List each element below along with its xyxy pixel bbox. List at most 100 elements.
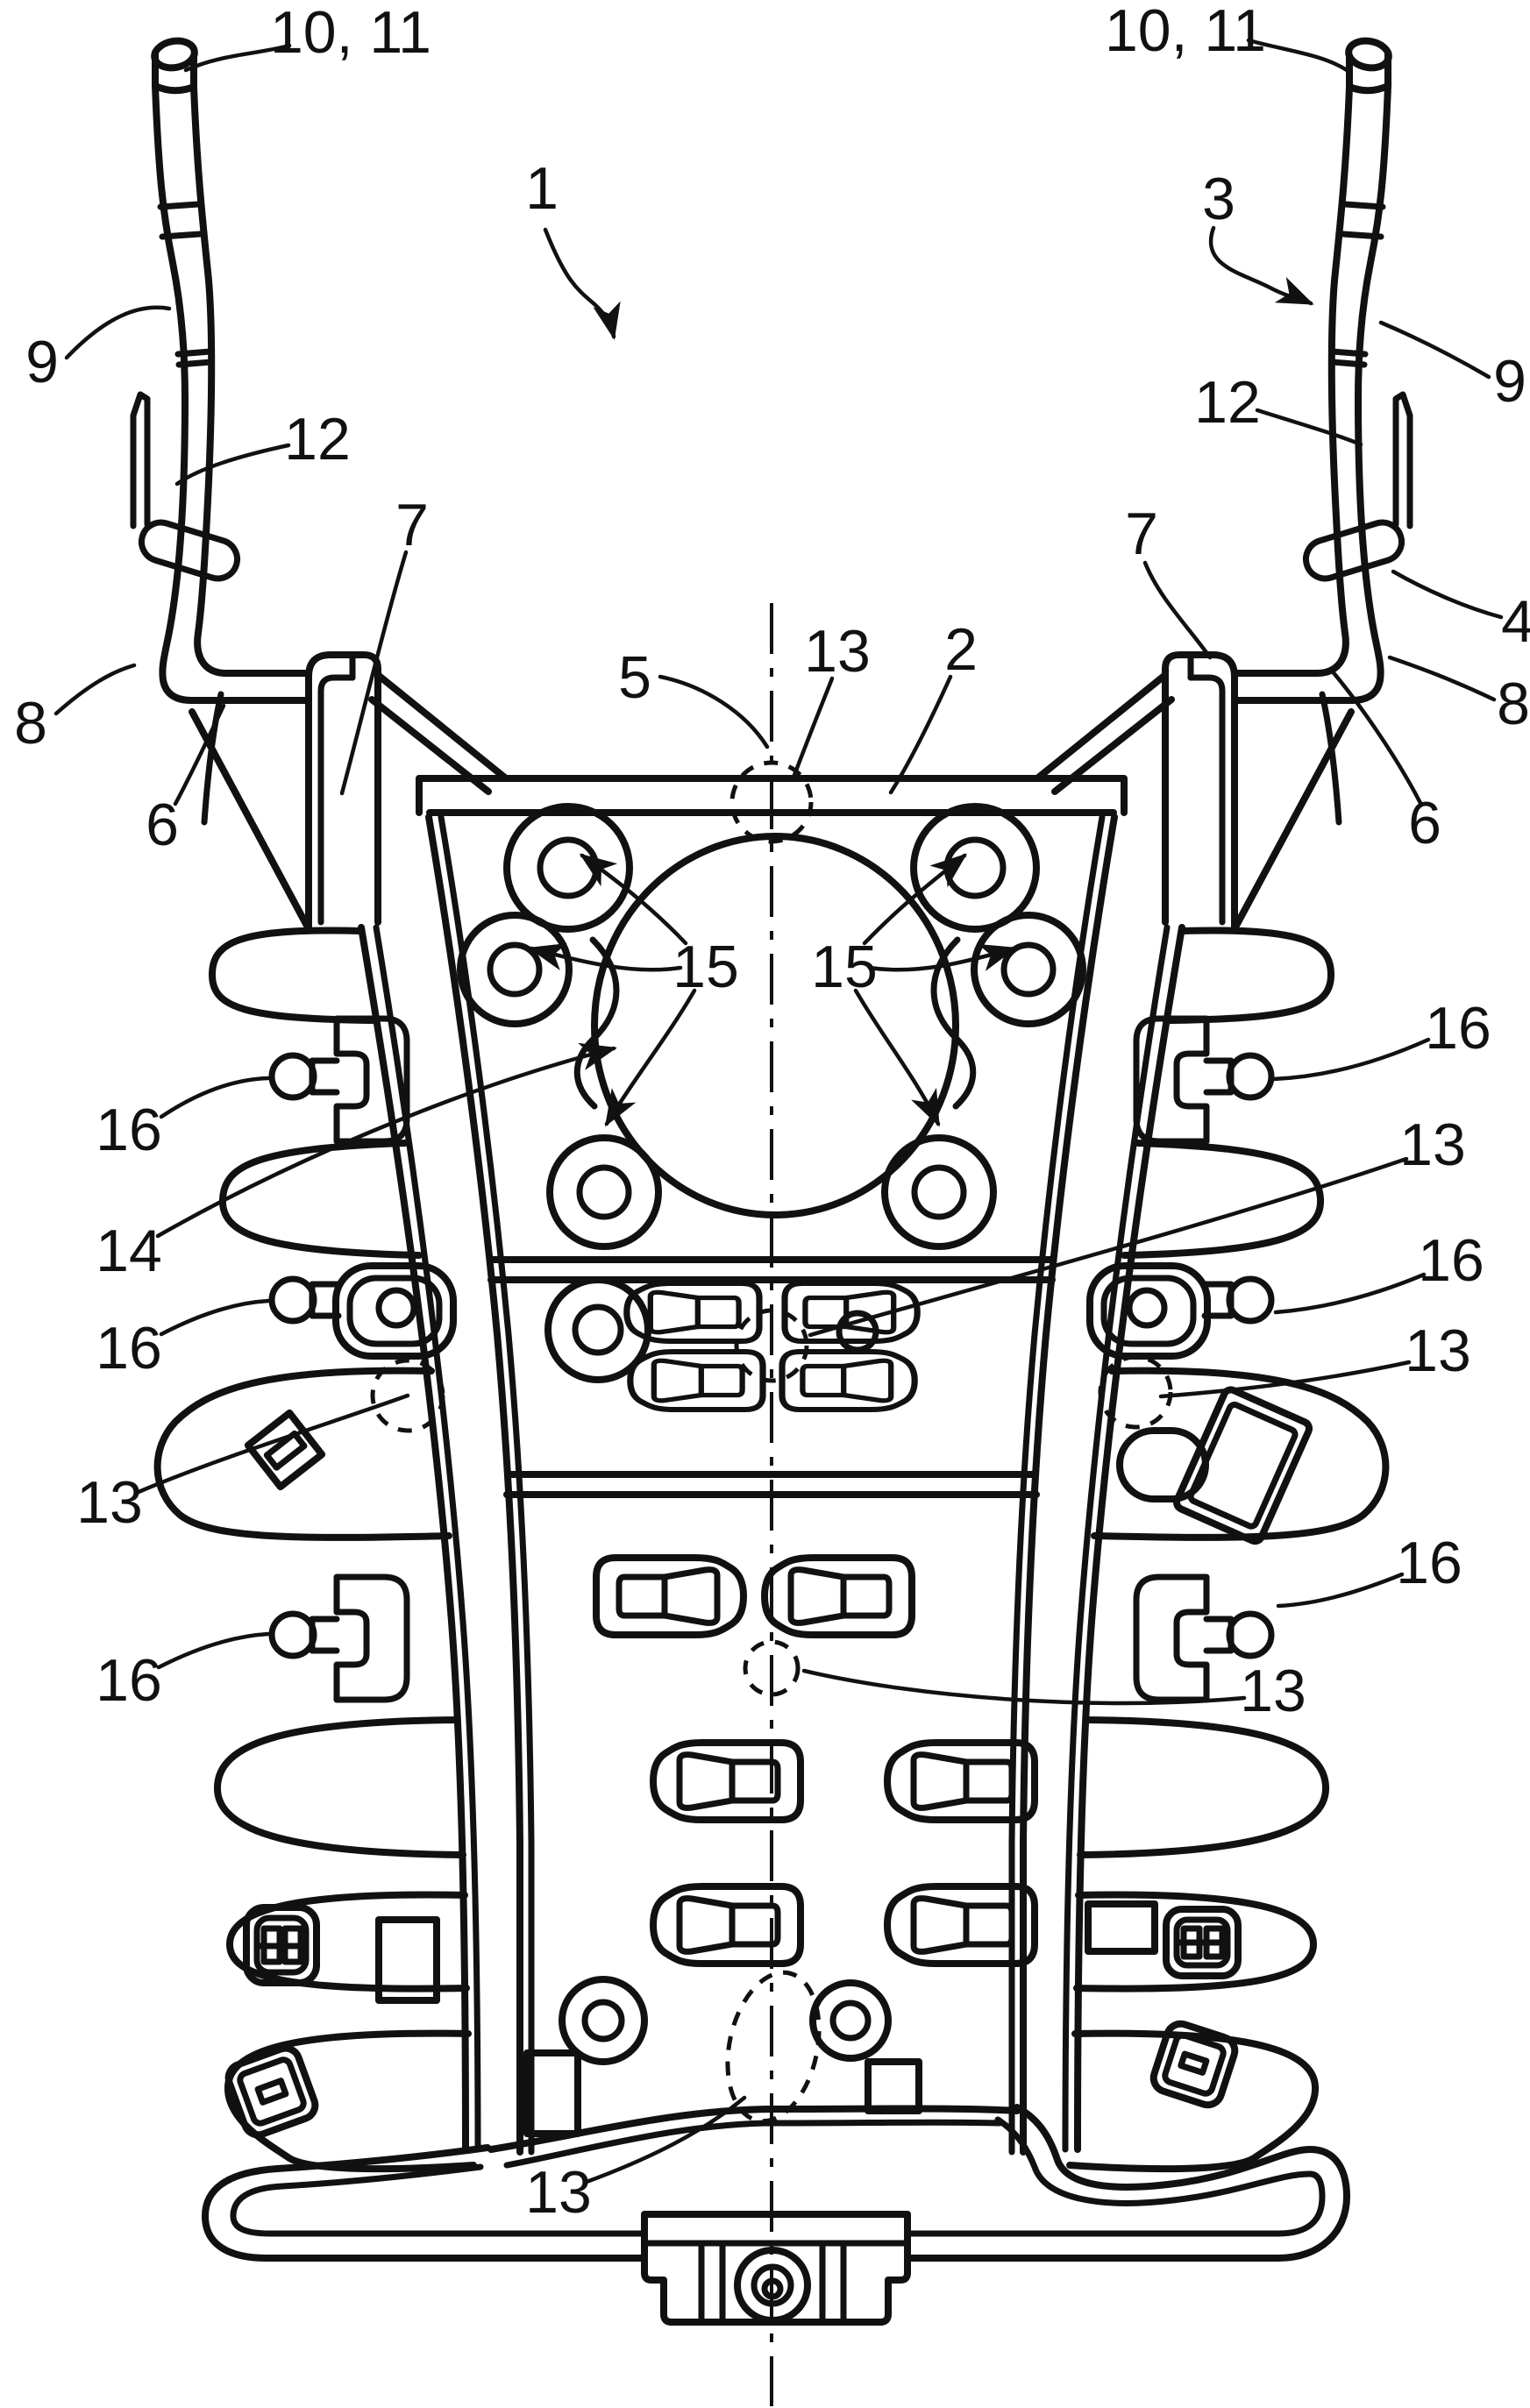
panel-square <box>1085 1900 1158 1955</box>
leader-line <box>1276 1572 1405 1609</box>
hoop-left-inner <box>230 2163 646 2237</box>
dashed-hole-13 <box>725 1970 822 2124</box>
leader-line <box>1391 569 1504 620</box>
ref-number: 10, 11 <box>270 0 431 66</box>
leader-line <box>1255 408 1363 447</box>
leader-line <box>53 663 137 716</box>
ref-label-13: 13 <box>801 1658 1306 1724</box>
leader-line <box>136 1393 410 1495</box>
ref-label-13: 13 <box>525 2095 747 2226</box>
ref-label-1: 1 <box>525 155 621 340</box>
ref-label-9: 9 <box>1378 320 1526 415</box>
ref-number: 13 <box>804 618 871 685</box>
ref-number: 16 <box>96 1647 162 1714</box>
panel-rect <box>865 2058 922 2114</box>
ref-number: 8 <box>1497 671 1530 737</box>
leader-line <box>791 676 835 780</box>
bottom-left-tilted-socket <box>224 2044 319 2139</box>
ref-number: 16 <box>96 1315 162 1382</box>
bolt-hole-inner <box>576 1164 632 1220</box>
ref-label-16: 16 <box>96 1076 271 1163</box>
leader-line <box>159 1298 271 1337</box>
leader-line <box>174 443 291 487</box>
leader-line <box>173 703 226 806</box>
leader-line <box>156 1631 271 1670</box>
ref-label-16: 16 <box>96 1631 271 1714</box>
bolt-hole-outer <box>881 1134 997 1250</box>
ref-label-5: 5 <box>618 644 770 749</box>
ref-label-6: 6 <box>146 703 226 858</box>
leader-line <box>543 227 621 340</box>
ref-number: 12 <box>1194 369 1261 436</box>
dashed-hole-13 <box>729 760 814 844</box>
ref-label-16: 16 <box>96 1298 271 1382</box>
ref-number: 13 <box>1405 1318 1471 1384</box>
ref-number: 16 <box>1418 1227 1484 1294</box>
ref-label-16: 16 <box>1273 1227 1484 1315</box>
ref-label-15: 15 <box>528 853 739 1127</box>
leader-line <box>339 550 409 796</box>
ref-label-14: 14 <box>96 1042 617 1284</box>
leader-line <box>1328 667 1423 806</box>
oval-boss <box>1116 1427 1209 1502</box>
leader-line <box>604 988 697 1127</box>
bottom-right-tilted-socket <box>1149 2020 1239 2109</box>
ref-number: 16 <box>1396 1530 1462 1596</box>
bolt-hole-outer <box>809 1979 892 2062</box>
tilted-pad-detail <box>1173 1386 1313 1545</box>
leader-line <box>1246 38 1349 73</box>
ref-number: 13 <box>525 2159 592 2226</box>
bolt-hole-inner <box>1000 941 1057 998</box>
ref-number: 3 <box>1202 166 1235 232</box>
ref-number: 15 <box>811 934 878 1000</box>
leader-line <box>1209 225 1314 306</box>
bolt-hole-inner <box>537 836 600 899</box>
ref-label-13: 13 <box>76 1393 410 1536</box>
ref-label-9: 9 <box>25 305 172 395</box>
ref-label-7: 7 <box>339 492 429 796</box>
leader-line <box>1273 1272 1427 1315</box>
leader-line <box>801 1668 1247 1706</box>
bolt-hole-outer <box>457 912 573 1027</box>
ref-number: 9 <box>25 329 59 395</box>
ref-number: 9 <box>1493 348 1526 415</box>
leader-line <box>658 674 770 749</box>
ref-number: 8 <box>14 690 47 756</box>
central-opening <box>591 833 959 1218</box>
ref-number: 14 <box>96 1218 162 1284</box>
hoop-right-outer <box>906 2104 1350 2262</box>
panel-bottom-edge <box>487 2105 1021 2153</box>
leader-line <box>1158 1360 1412 1399</box>
bottom-bracket <box>641 2211 911 2326</box>
leader-line <box>1270 1037 1431 1082</box>
bolt-hole-outer <box>559 1976 648 2065</box>
ref-label-13: 13 <box>1158 1318 1471 1399</box>
leader-line <box>1387 655 1497 702</box>
bolt-hole-outer <box>910 803 1040 933</box>
leader-line <box>579 853 688 946</box>
bottom-right-socket <box>1163 1906 1242 1979</box>
ref-number: 16 <box>96 1097 162 1163</box>
ref-label-12: 12 <box>1194 369 1363 447</box>
ref-label-8: 8 <box>1387 655 1530 737</box>
leader-line <box>1378 320 1491 380</box>
panel-rect <box>523 2049 581 2137</box>
ref-number: 13 <box>76 1469 143 1536</box>
ref-label-13: 13 <box>791 618 871 780</box>
ref-number: 7 <box>395 492 429 558</box>
leader-line <box>584 2095 747 2184</box>
bolt-hole-inner <box>911 1164 967 1220</box>
bolt-hole-outer <box>971 912 1086 1027</box>
ref-number: 13 <box>1399 1112 1466 1178</box>
ref-label-10-11: 10, 11 <box>1105 0 1349 73</box>
ref-number: 5 <box>618 644 651 711</box>
ref-label-13: 13 <box>808 1112 1466 1338</box>
hoop-right-inner <box>906 2116 1326 2237</box>
ref-number: 13 <box>1240 1658 1306 1724</box>
leader-line <box>862 853 968 946</box>
bolt-hole-inner <box>829 2000 872 2042</box>
carrier-frame-drawing <box>133 38 1410 2326</box>
ref-label-8: 8 <box>14 663 137 756</box>
ref-number: 6 <box>146 792 179 858</box>
